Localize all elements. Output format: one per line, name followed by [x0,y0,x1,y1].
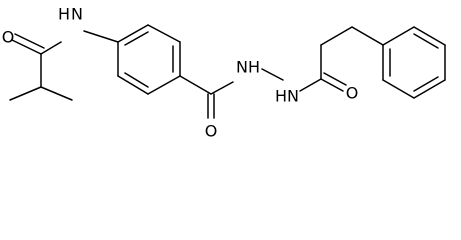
bond-n2-to-right-carbonyl [299,78,322,92]
ring2-inner-double-2 [413,76,439,92]
atom-labels: O H N O N H H N O [2,5,359,141]
ring1-bond-b [147,24,181,43]
bond-right-carbonyl-double-2 [323,72,347,86]
bond-isopropyl-methyl-1 [9,86,42,101]
atom-label-oxygen-right: O [346,84,359,103]
atom-label-oxygen-left: O [2,28,15,47]
ring1-bond-d [147,75,181,95]
ring2-bond-d [413,79,446,99]
bond-middle-carbonyl-to-n1 [210,81,234,95]
bond-right-carbonyl-double-1 [320,78,344,92]
atom-label-oxygen-middle: O [205,122,218,141]
bond-left-carbonyl-double-2 [14,33,45,49]
bond-amide-n-to-ring [83,30,119,43]
ring1-bond-a [117,24,149,43]
bond-ch2-2-to-phenyl [351,26,384,46]
ring2-bond-e [382,79,415,99]
atom-label-hydrazide-nitrogen-2: N [287,87,299,106]
chemical-structure-diagram: O H N O N H H N O [2,5,446,141]
ring2-bond-a [382,26,415,46]
atom-label-amide-hydrogen: H [58,5,70,24]
ring1-bond-e [117,75,149,95]
ring1-inner-double-1 [124,31,149,46]
ring2-bond-b [413,26,446,46]
bond-n1-to-n2 [261,68,284,81]
bonds [9,24,446,119]
atom-label-amide-nitrogen: N [71,5,83,24]
ring1-inner-double-3 [124,72,149,88]
bond-ch2-1-to-ch2-2 [320,26,353,46]
bond-left-carbonyl-to-amide-n [40,41,62,55]
atom-label-hydrazide-hydrogen-2: H [275,87,287,106]
bond-ring-to-middle-carbonyl [179,75,212,95]
bond-isopropyl-methyl-2 [40,86,73,101]
atom-label-hydrazide-hydrogen-1: H [248,58,260,77]
bond-left-carbonyl-double-1 [11,39,42,55]
atom-label-hydrazide-nitrogen-1: N [236,58,248,77]
ring2-inner-double-1 [413,33,439,49]
